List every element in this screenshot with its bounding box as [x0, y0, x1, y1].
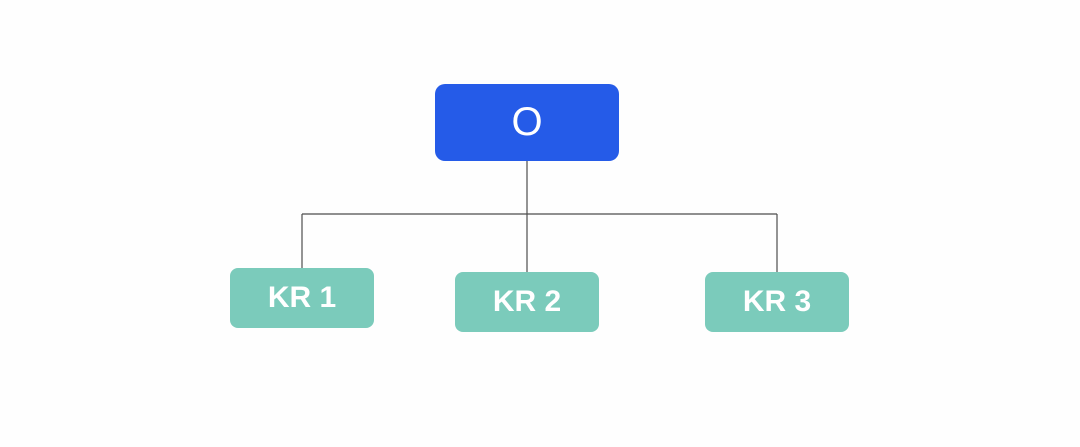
- key-result-1-node: KR 1: [230, 268, 374, 328]
- key-result-3-label: KR 3: [742, 285, 812, 318]
- key-result-1-label: KR 1: [267, 281, 337, 314]
- key-result-2-node: KR 2: [455, 272, 599, 332]
- key-result-3-node: KR 3: [705, 272, 849, 332]
- objective-label: O: [511, 100, 543, 144]
- key-result-2-label: KR 2: [492, 285, 562, 318]
- objective-node: O: [435, 84, 619, 161]
